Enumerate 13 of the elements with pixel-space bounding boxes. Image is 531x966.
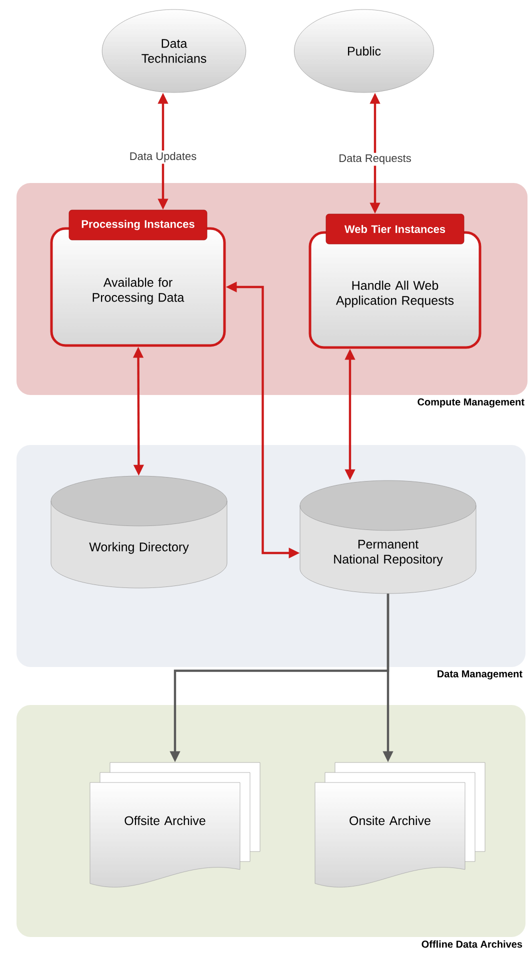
edge-label: Data Updates <box>128 150 198 164</box>
instance-box: Web Tier Instances Handle All Web Application Requests <box>308 214 482 349</box>
node-label: Data Management <box>438 670 522 680</box>
header-tab: Web Tier Instances <box>326 214 464 244</box>
database-cylinder: Permanent National Repository <box>300 480 476 594</box>
node-label: Compute Management <box>418 398 524 408</box>
document-stack: Onsite Archive <box>314 762 486 888</box>
database-cylinder: Working Directory <box>50 476 228 588</box>
node-label: Offline Data Archives <box>422 940 522 948</box>
header-tab: Processing Instances <box>68 210 208 240</box>
instance-box: Processing Instances Available for Processing Data <box>50 210 226 347</box>
edge-label: Data Requests <box>337 152 413 166</box>
document-stack: Offsite Archive <box>90 762 260 888</box>
